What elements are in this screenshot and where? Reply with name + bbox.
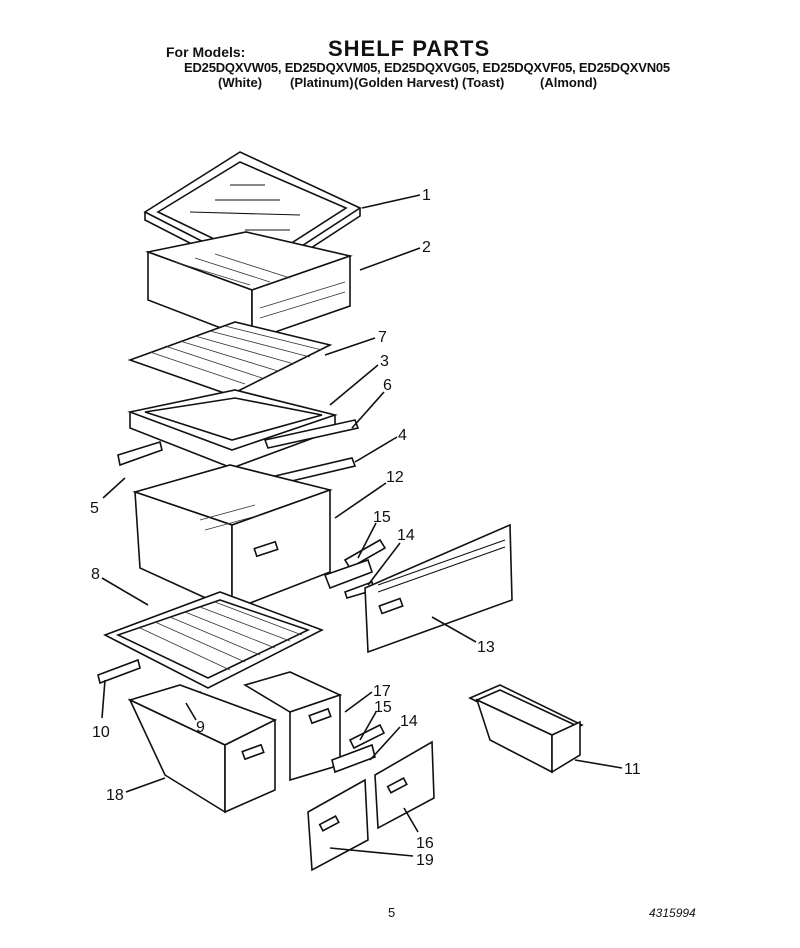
part-crisper-front [364,523,513,654]
part-slide-and-bracket-upper [323,538,387,599]
callout-10: 10 [92,724,110,741]
callout-13: 13 [477,639,495,656]
color-golden-harvest: (Golden Harvest) [354,75,459,90]
part-crisper-cover-frame [145,231,353,342]
callout-18: 18 [106,787,124,804]
callout-14-upper: 14 [397,527,415,544]
for-models-label: For Models: [166,44,246,60]
callout-9: 9 [196,719,205,736]
part-lower-pans [127,671,343,814]
callout-6: 6 [383,377,392,394]
callout-16: 16 [416,835,434,852]
callout-8: 8 [91,566,100,583]
color-platinum: (Platinum) [290,75,354,90]
callout-4: 4 [398,427,407,444]
document-number: 4315994 [649,906,696,920]
callout-5: 5 [90,500,99,517]
callout-labels: 1 2 7 3 6 4 5 12 15 14 13 8 10 9 17 15 1… [90,187,641,869]
part-bin [468,684,584,774]
callout-14-lower: 14 [400,713,418,730]
callout-7: 7 [378,329,387,346]
callout-15-upper: 15 [373,509,391,526]
callout-1: 1 [422,187,431,204]
callout-19: 19 [416,852,434,869]
callout-3: 3 [380,353,389,370]
part-crisper-cover [127,321,333,396]
page-number: 5 [388,905,396,920]
page-title: SHELF PARTS [328,36,491,61]
color-toast: (Toast) [462,75,505,90]
part-lower-shelf [103,591,324,689]
model-numbers: ED25DQXVW05, ED25DQXVM05, ED25DQXVG05, E… [184,60,670,75]
callout-11: 11 [624,761,641,778]
part-pan-front-right [374,740,435,830]
leader-lines [101,194,623,857]
part-crisper-pan [132,464,333,612]
callout-15-lower: 15 [374,699,392,716]
part-slide-and-bracket-lower [331,723,386,774]
callout-12: 12 [386,469,404,486]
callout-17: 17 [373,683,391,700]
color-white: (White) [218,75,263,90]
color-almond: (Almond) [540,75,598,90]
part-crisper-frame [127,389,338,469]
callout-2: 2 [422,239,431,256]
part-pan-front-left [307,778,369,872]
